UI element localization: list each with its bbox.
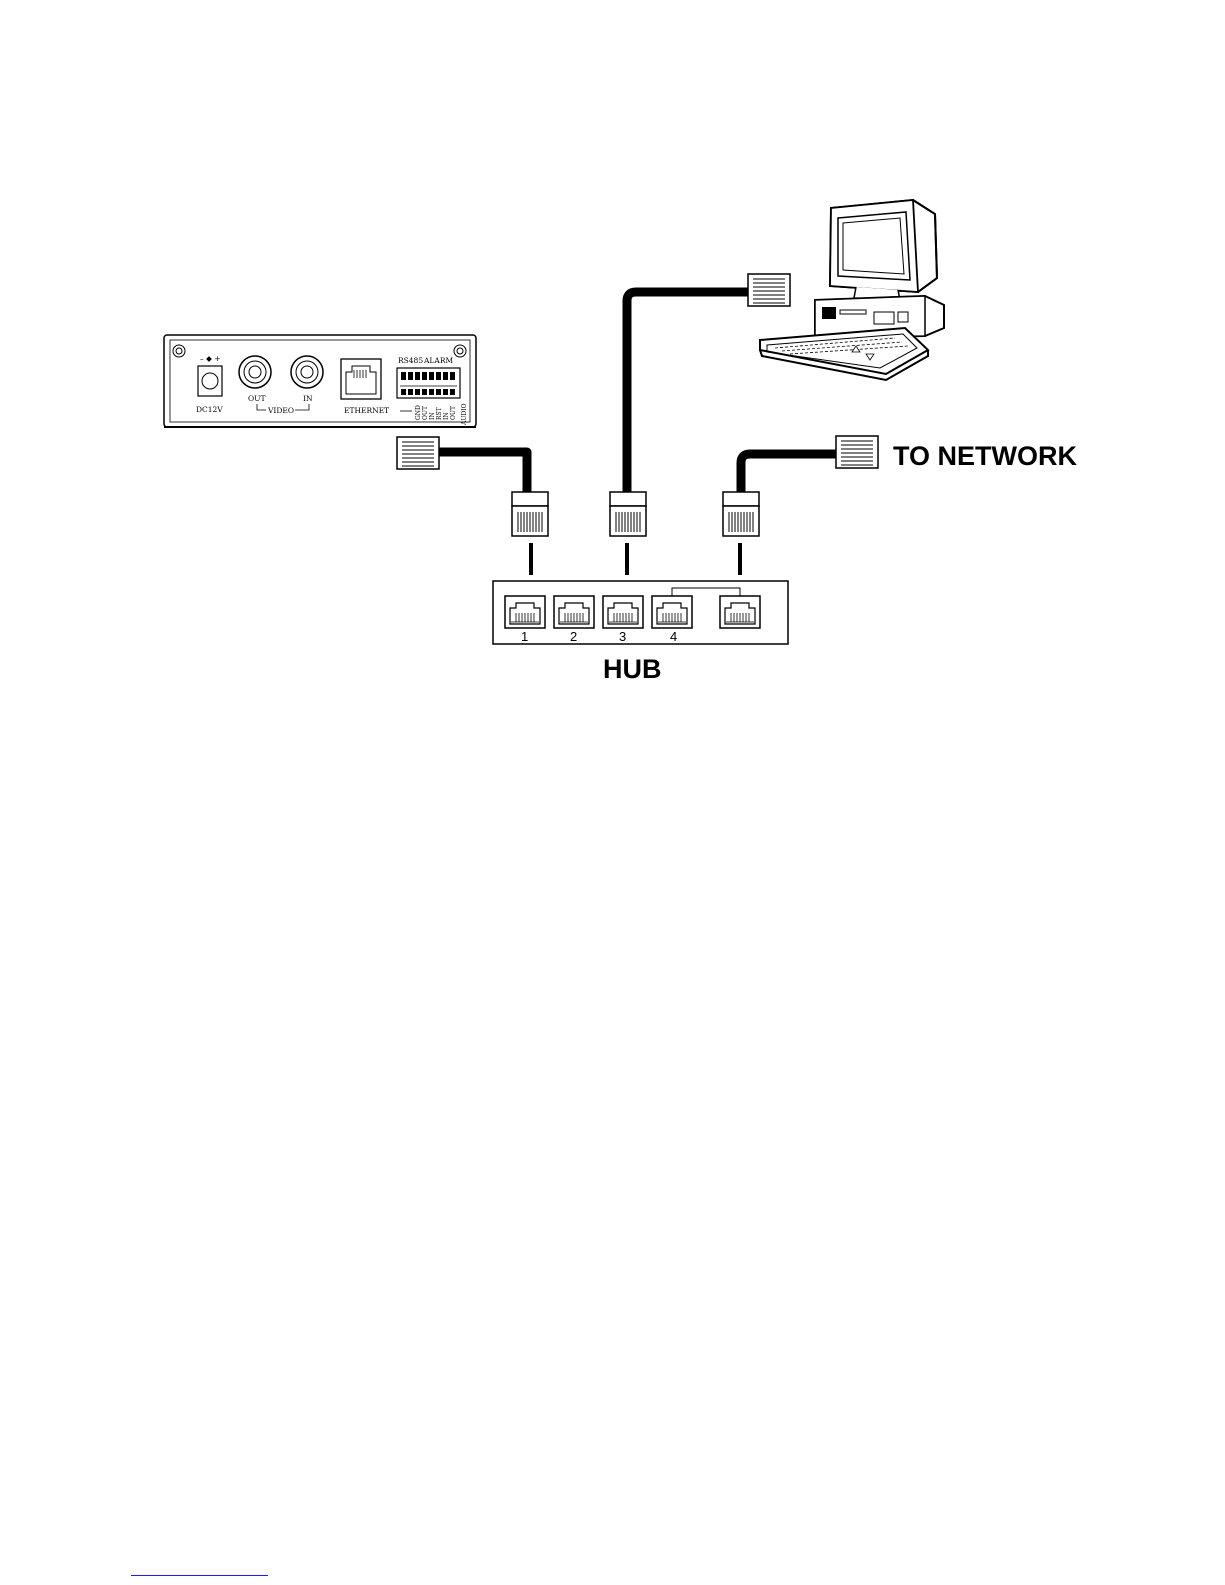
rj45-plug-icon <box>748 274 790 306</box>
power-label: DC12V <box>196 405 223 414</box>
video-server-rear-panel: – ◆ + DC12V OUT IN VIDEO <box>164 335 476 427</box>
footer-link-underline[interactable] <box>131 1575 268 1576</box>
power-polarity-symbol: – ◆ + <box>200 354 221 363</box>
svg-text:OUT: OUT <box>450 406 457 420</box>
audio-label: AUDIO <box>461 403 468 426</box>
rj45-plug-icon <box>512 492 548 536</box>
dc-power-jack <box>198 366 222 396</box>
cable-computer-to-hub <box>610 274 790 575</box>
rj45-plug-icon <box>836 436 878 468</box>
ethernet-label: ETHERNET <box>344 406 389 415</box>
svg-text:GND: GND <box>415 405 422 420</box>
svg-text:IN: IN <box>429 412 436 420</box>
port-number: 2 <box>570 629 577 644</box>
hub-label: HUB <box>603 654 662 684</box>
hub-port-4 <box>652 596 692 628</box>
terminal-block <box>397 368 460 398</box>
rj45-plug-icon <box>610 492 646 536</box>
ethernet-port <box>341 359 381 399</box>
to-network-label: TO NETWORK <box>893 441 1077 471</box>
video-out-label: OUT <box>248 394 265 403</box>
hub-port-2 <box>554 596 594 628</box>
hub-uplink-port <box>720 596 760 628</box>
svg-text:OUT: OUT <box>422 406 429 420</box>
port-number: 3 <box>619 629 626 644</box>
hub-port-1 <box>505 596 545 628</box>
video-group-label: VIDEO <box>267 406 294 415</box>
video-in-label: IN <box>303 394 313 403</box>
cable-network-to-hub <box>723 436 878 575</box>
svg-text:IN: IN <box>443 412 450 420</box>
rs485-label: RS485 <box>398 356 423 365</box>
port-number: 4 <box>670 629 677 644</box>
rj45-plug-icon <box>397 437 439 469</box>
network-hub: 1 2 3 4 <box>493 581 788 644</box>
alarm-label: ALARM <box>423 356 453 365</box>
rj45-plug-icon <box>723 492 759 536</box>
hub-port-3 <box>603 596 643 628</box>
port-number: 1 <box>521 629 528 644</box>
cable-device-to-hub <box>397 437 548 575</box>
svg-text:RST: RST <box>436 407 443 420</box>
